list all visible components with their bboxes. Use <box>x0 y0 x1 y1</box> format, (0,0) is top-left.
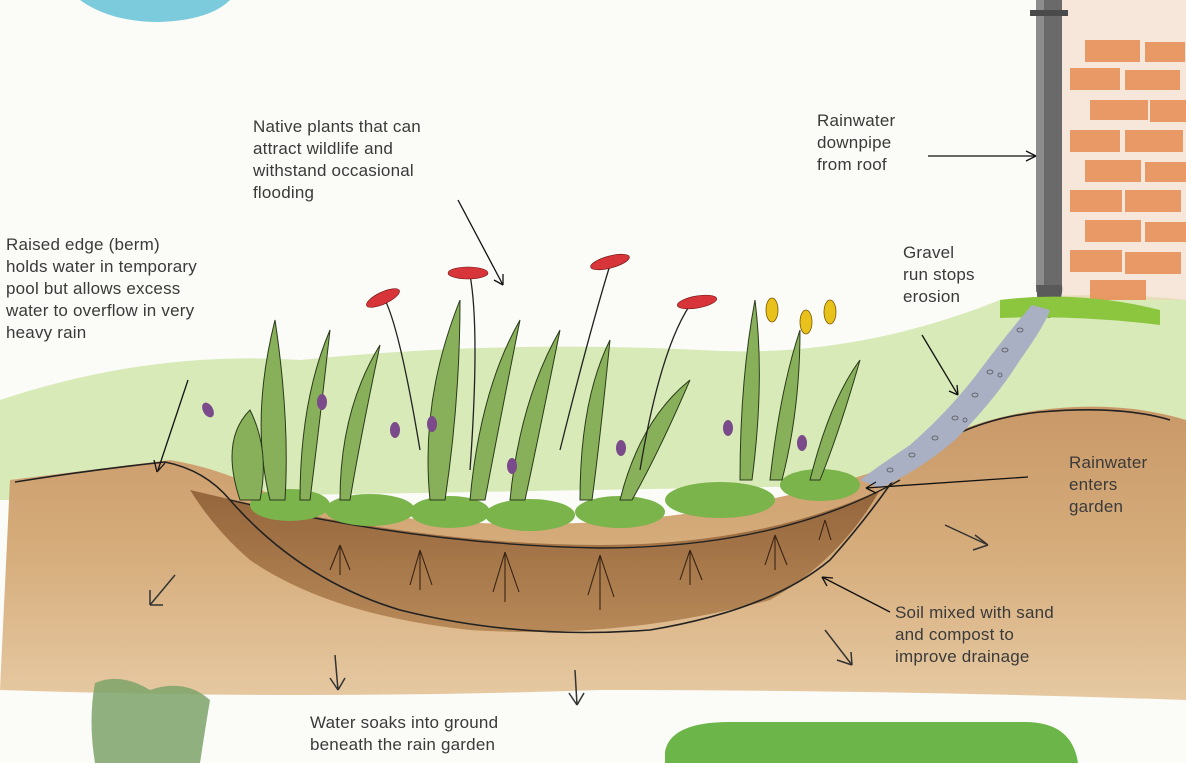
green-badge <box>665 722 1078 763</box>
label-raised-edge-berm: Raised edge (berm) holds water in tempor… <box>6 234 276 344</box>
label-water-soaks: Water soaks into ground beneath the rain… <box>310 712 610 756</box>
label-soil-mix: Soil mixed with sand and compost to impr… <box>895 602 1125 668</box>
label-gravel-run: Gravel run stops erosion <box>903 242 993 308</box>
blue-circle-decoration <box>80 0 230 22</box>
label-rainwater-downpipe: Rainwater downpipe from roof <box>817 110 927 176</box>
label-rainwater-enters: Rainwater enters garden <box>1069 452 1159 518</box>
iris-flowers <box>766 298 836 334</box>
label-native-plants: Native plants that can attract wildlife … <box>253 116 493 204</box>
map-shape-decoration <box>92 679 211 763</box>
red-flower-heads <box>364 251 718 311</box>
